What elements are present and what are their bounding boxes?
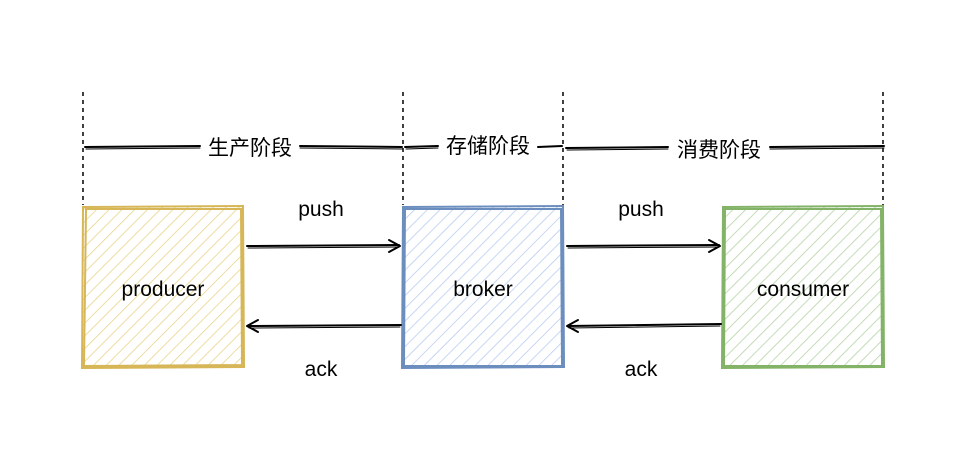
- stage-label-storage: 存储阶段: [446, 135, 530, 158]
- broker-label: broker: [453, 278, 513, 301]
- ack-arrow-1: [246, 319, 402, 333]
- push-label-1: push: [298, 198, 344, 221]
- consumer-node[interactable]: consumer: [720, 204, 886, 370]
- broker-box-fill: [403, 207, 563, 367]
- push-label-2: push: [618, 198, 664, 221]
- producer-label: producer: [122, 278, 205, 301]
- producer-box-fill: [83, 207, 243, 367]
- broker-node[interactable]: broker: [400, 204, 566, 370]
- ack-arrow-2: [566, 319, 722, 333]
- ack-label-2: ack: [625, 358, 658, 381]
- consumer-box-border: [720, 204, 886, 370]
- producer-node[interactable]: producer: [80, 204, 246, 370]
- consumer-label: consumer: [757, 278, 849, 301]
- stage-line-consumption: [565, 146, 669, 149]
- consumer-box-fill: [723, 207, 883, 367]
- stage-line-storage: [404, 145, 439, 148]
- stage-label-production: 生产阶段: [208, 137, 292, 160]
- ack-label-1: ack: [305, 358, 338, 381]
- broker-box-border: [400, 204, 566, 370]
- push-arrow-2: [566, 239, 721, 253]
- producer-box-border: [80, 204, 246, 370]
- stage-label-consumption: 消费阶段: [677, 139, 761, 162]
- stage-line-production: [84, 145, 201, 148]
- push-arrow-1: [246, 239, 401, 253]
- stage-lines: [84, 145, 885, 151]
